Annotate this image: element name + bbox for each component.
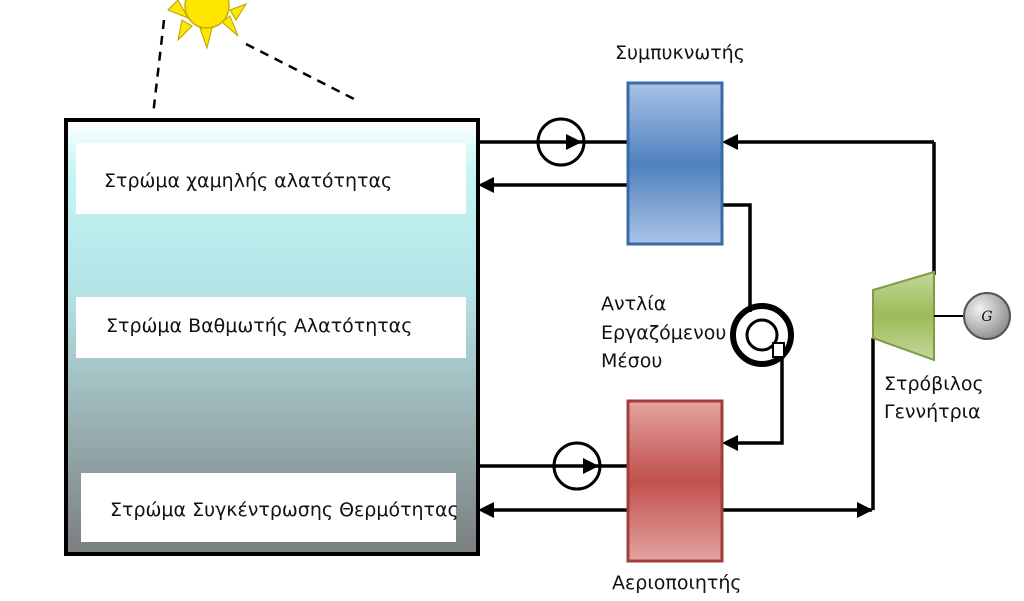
layer-top-box bbox=[76, 143, 466, 214]
evaporator bbox=[626, 399, 724, 563]
sun-ray-left bbox=[151, 19, 166, 116]
circulation-pump-icon bbox=[552, 441, 602, 491]
working-fluid-pipes bbox=[722, 140, 936, 512]
pump-label-line3: Μέσου bbox=[601, 350, 662, 372]
condenser-loop-pipes bbox=[478, 140, 628, 187]
evaporator-loop-pipes bbox=[478, 464, 628, 512]
generator-symbol: G bbox=[981, 309, 992, 325]
condenser bbox=[626, 81, 724, 246]
sun-ray-right bbox=[245, 42, 357, 102]
generator-icon: G bbox=[963, 292, 1011, 340]
pump-label-line2: Εργαζόμενου bbox=[601, 322, 726, 344]
layer-middle-label: Στρώμα Βαθμωτής Αλατότητας bbox=[106, 315, 412, 337]
layer-bottom-box bbox=[81, 473, 456, 542]
arrow-to-pond-bottom bbox=[478, 502, 494, 518]
layer-middle-box bbox=[76, 297, 466, 358]
circulation-pump-icon bbox=[536, 117, 586, 167]
layer-bottom-label: Στρώμα Συγκέντρωσης Θερμότητας bbox=[110, 499, 459, 521]
layer-top-label: Στρώμα χαμηλής αλατότητας bbox=[104, 170, 392, 192]
turbine-label-line1: Στρόβιλος bbox=[884, 373, 984, 395]
arrow-into-evaporator bbox=[722, 435, 738, 451]
pump-label-line1: Αντλία bbox=[601, 293, 666, 315]
evaporator-label: Αεριοποιητής bbox=[612, 572, 742, 594]
turbine-icon bbox=[872, 270, 935, 362]
arrow-into-condenser bbox=[722, 134, 738, 150]
arrow-to-pond-top bbox=[478, 177, 494, 193]
condenser-label: Συμπυκνωτής bbox=[615, 42, 745, 64]
working-fluid-pump-icon bbox=[730, 303, 794, 367]
sun-icon bbox=[167, 0, 248, 50]
arrow-to-turbine bbox=[857, 502, 873, 518]
turbine-label-line2: Γεννήτρια bbox=[884, 401, 981, 423]
